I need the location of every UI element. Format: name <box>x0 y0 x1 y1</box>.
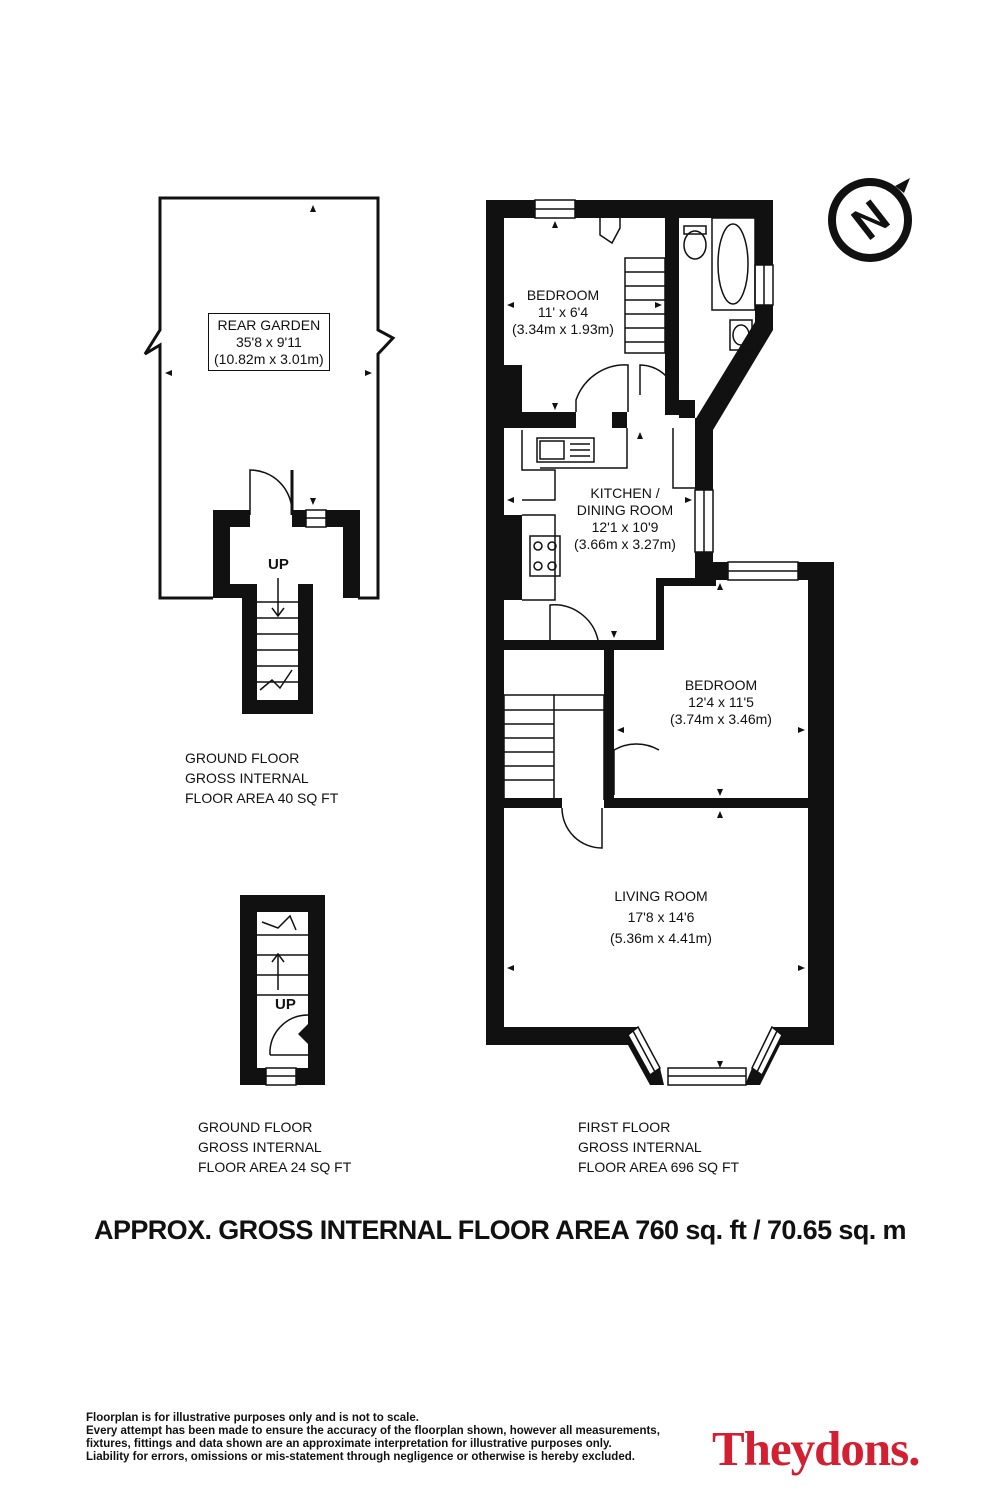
room-label-bedroom-small: BEDROOM 11' x 6'4 (3.34m x 1.93m) <box>507 287 619 338</box>
room-name: LIVING ROOM <box>614 888 708 904</box>
room-name: BEDROOM <box>526 287 600 303</box>
room-dimensions-metric: (5.36m x 4.41m) <box>610 930 712 946</box>
floor-area-line: FLOOR AREA 24 SQ FT <box>198 1159 352 1175</box>
ground-floor-stair-details <box>257 914 309 1086</box>
floor-area-ground-1: GROUND FLOOR GROSS INTERNAL FLOOR AREA 4… <box>185 748 338 808</box>
floor-area-line: GROSS INTERNAL <box>198 1139 322 1155</box>
room-name-line2: DINING ROOM <box>576 502 674 518</box>
room-dimensions-imperial: 12'1 x 10'9 <box>591 519 659 535</box>
disclaimer-line: Floorplan is for illustrative purposes o… <box>86 1412 419 1424</box>
compass-icon <box>828 178 912 262</box>
floor-area-line: GROSS INTERNAL <box>578 1139 702 1155</box>
room-name: BEDROOM <box>684 677 758 693</box>
room-dimensions-imperial: 12'4 x 11'5 <box>688 694 754 710</box>
door-swing <box>639 364 678 399</box>
room-label-bedroom-large: BEDROOM 12'4 x 11'5 (3.74m x 3.46m) <box>660 677 782 728</box>
door-swing <box>249 469 293 515</box>
floor-area-line: GROSS INTERNAL <box>185 770 309 786</box>
first-floor-details <box>503 199 799 1086</box>
staircase <box>257 578 298 691</box>
wall <box>242 700 313 714</box>
room-dimensions-metric: (3.74m x 3.46m) <box>670 711 772 727</box>
door-swing <box>575 364 629 412</box>
ground-floor-entrance-walls <box>213 510 360 714</box>
room-name-line1: KITCHEN / <box>590 485 660 501</box>
room-label-kitchen: KITCHEN / DINING ROOM 12'1 x 10'9 (3.66m… <box>565 485 685 553</box>
room-dimensions-imperial: 17'8 x 14'6 <box>627 909 695 925</box>
wall <box>298 584 313 714</box>
wall <box>343 510 360 598</box>
brand-logo: Theydons. <box>712 1421 921 1476</box>
total-floor-area: APPROX. GROSS INTERNAL FLOOR AREA 760 sq… <box>94 1215 906 1245</box>
wall <box>230 510 250 527</box>
disclaimer: Floorplan is for illustrative purposes o… <box>86 1412 660 1464</box>
room-label-rear-garden: REAR GARDEN 35'8 x 9'11 (10.82m x 3.01m) <box>208 313 330 371</box>
toilet <box>683 230 707 260</box>
sink <box>729 319 753 351</box>
bath <box>711 217 756 311</box>
stair-up-label: UP <box>275 996 296 1013</box>
disclaimer-line: Liability for errors, omissions or mis-s… <box>86 1451 635 1463</box>
ground-floor-entrance-details <box>249 469 327 691</box>
wall <box>242 584 257 714</box>
floor-area-line: FIRST FLOOR <box>578 1119 671 1135</box>
door-swing <box>613 743 660 795</box>
room-dimensions-metric: (10.82m x 3.01m) <box>214 351 324 367</box>
disclaimer-line: Every attempt has been made to ensure th… <box>86 1425 660 1437</box>
floor-area-first: FIRST FLOOR GROSS INTERNAL FLOOR AREA 69… <box>578 1117 739 1177</box>
wall <box>213 510 230 598</box>
garden-dimension-ticks <box>165 205 372 505</box>
room-dimensions-imperial: 35'8 x 9'11 <box>235 334 302 350</box>
floor-area-line: GROUND FLOOR <box>185 750 300 766</box>
entrance-arrow-icon <box>298 1020 325 1048</box>
stair-up-label: UP <box>268 556 289 573</box>
door-swing <box>549 604 599 641</box>
floor-area-ground-2: GROUND FLOOR GROSS INTERNAL FLOOR AREA 2… <box>198 1117 351 1177</box>
hob <box>529 535 561 577</box>
room-dimensions-metric: (3.34m x 1.93m) <box>512 321 614 337</box>
bay-window <box>627 1025 783 1086</box>
kitchen-sink <box>536 437 595 463</box>
door-swing <box>561 807 603 849</box>
room-dimensions-metric: (3.66m x 3.27m) <box>574 536 676 552</box>
floor-area-line: FLOOR AREA 696 SQ FT <box>578 1159 740 1175</box>
floor-area-line: GROUND FLOOR <box>198 1119 313 1135</box>
disclaimer-line: fixtures, fittings and data shown are an… <box>86 1438 612 1450</box>
first-floor-dimension-ticks <box>507 221 805 1068</box>
room-name: REAR GARDEN <box>217 317 321 333</box>
wall <box>230 584 242 598</box>
garden-boundary <box>143 196 396 600</box>
floor-area-line: FLOOR AREA 40 SQ FT <box>185 790 339 806</box>
door-swing <box>269 1014 309 1055</box>
room-label-living-room: LIVING ROOM 17'8 x 14'6 (5.36m x 4.41m) <box>600 886 722 949</box>
room-dimensions-imperial: 11' x 6'4 <box>537 304 589 320</box>
